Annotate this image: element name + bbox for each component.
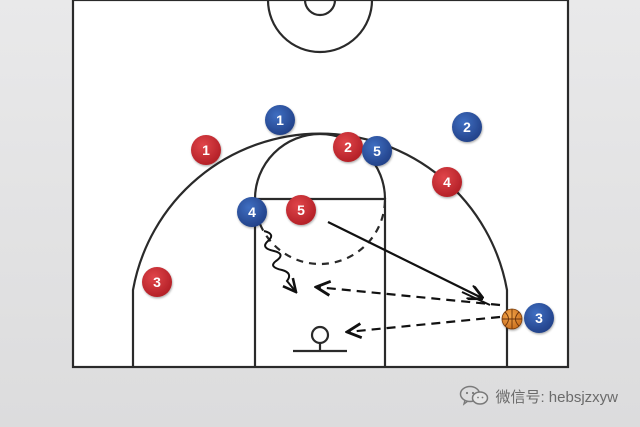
pass-line-lower <box>347 315 501 332</box>
pass-line-upper <box>316 287 501 307</box>
rim <box>310 325 330 345</box>
blue-player-4[interactable]: 4 <box>237 197 267 227</box>
player-number: 5 <box>297 202 305 218</box>
player-number: 2 <box>463 119 471 135</box>
player-number: 4 <box>443 174 451 190</box>
court-boundary <box>71 0 570 369</box>
movement-line-red-5 <box>327 221 482 298</box>
wechat-icon <box>460 385 489 406</box>
lane <box>253 197 387 367</box>
player-number: 5 <box>373 143 381 159</box>
blue-player-1[interactable]: 1 <box>265 105 295 135</box>
center-circle <box>266 0 374 54</box>
red-player-1[interactable]: 1 <box>191 135 221 165</box>
free-throw-circle-top <box>253 132 387 200</box>
red-player-4[interactable]: 4 <box>432 167 462 197</box>
player-number: 2 <box>344 139 352 155</box>
blue-player-5[interactable]: 5 <box>362 136 392 166</box>
player-number: 4 <box>248 204 256 220</box>
red-player-5[interactable]: 5 <box>286 195 316 225</box>
player-number: 3 <box>153 274 161 290</box>
basketball-icon <box>501 308 523 330</box>
center-inner-circle <box>303 0 337 17</box>
screen-mark <box>461 291 491 306</box>
blue-player-2[interactable]: 2 <box>452 112 482 142</box>
red-player-2[interactable]: 2 <box>333 132 363 162</box>
red-player-3[interactable]: 3 <box>142 267 172 297</box>
player-number: 1 <box>276 112 284 128</box>
dribble-line-blue-4 <box>263 230 296 292</box>
player-number: 3 <box>535 310 543 326</box>
watermark-text: 微信号: hebsjzxyw <box>495 388 618 406</box>
blue-player-3[interactable]: 3 <box>524 303 554 333</box>
watermark: 微信号: hebsjzxyw <box>459 385 618 407</box>
player-number: 1 <box>202 142 210 158</box>
free-throw-circle-bottom <box>253 198 387 266</box>
